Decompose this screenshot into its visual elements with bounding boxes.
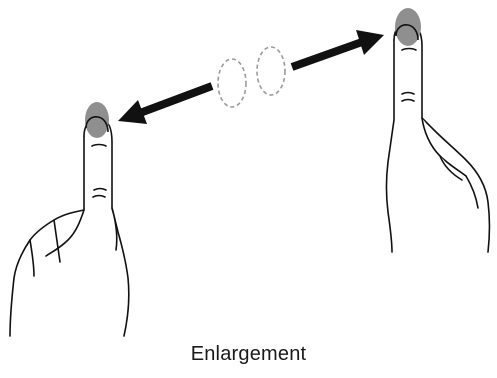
start-touch-outline-right <box>257 47 285 95</box>
right-hand <box>387 22 490 252</box>
start-touch-outline-left <box>218 59 246 107</box>
arrow-right-icon <box>292 30 384 67</box>
arrow-left-icon <box>118 86 212 124</box>
figure-caption: Enlargement <box>0 343 497 366</box>
left-hand <box>10 118 129 336</box>
